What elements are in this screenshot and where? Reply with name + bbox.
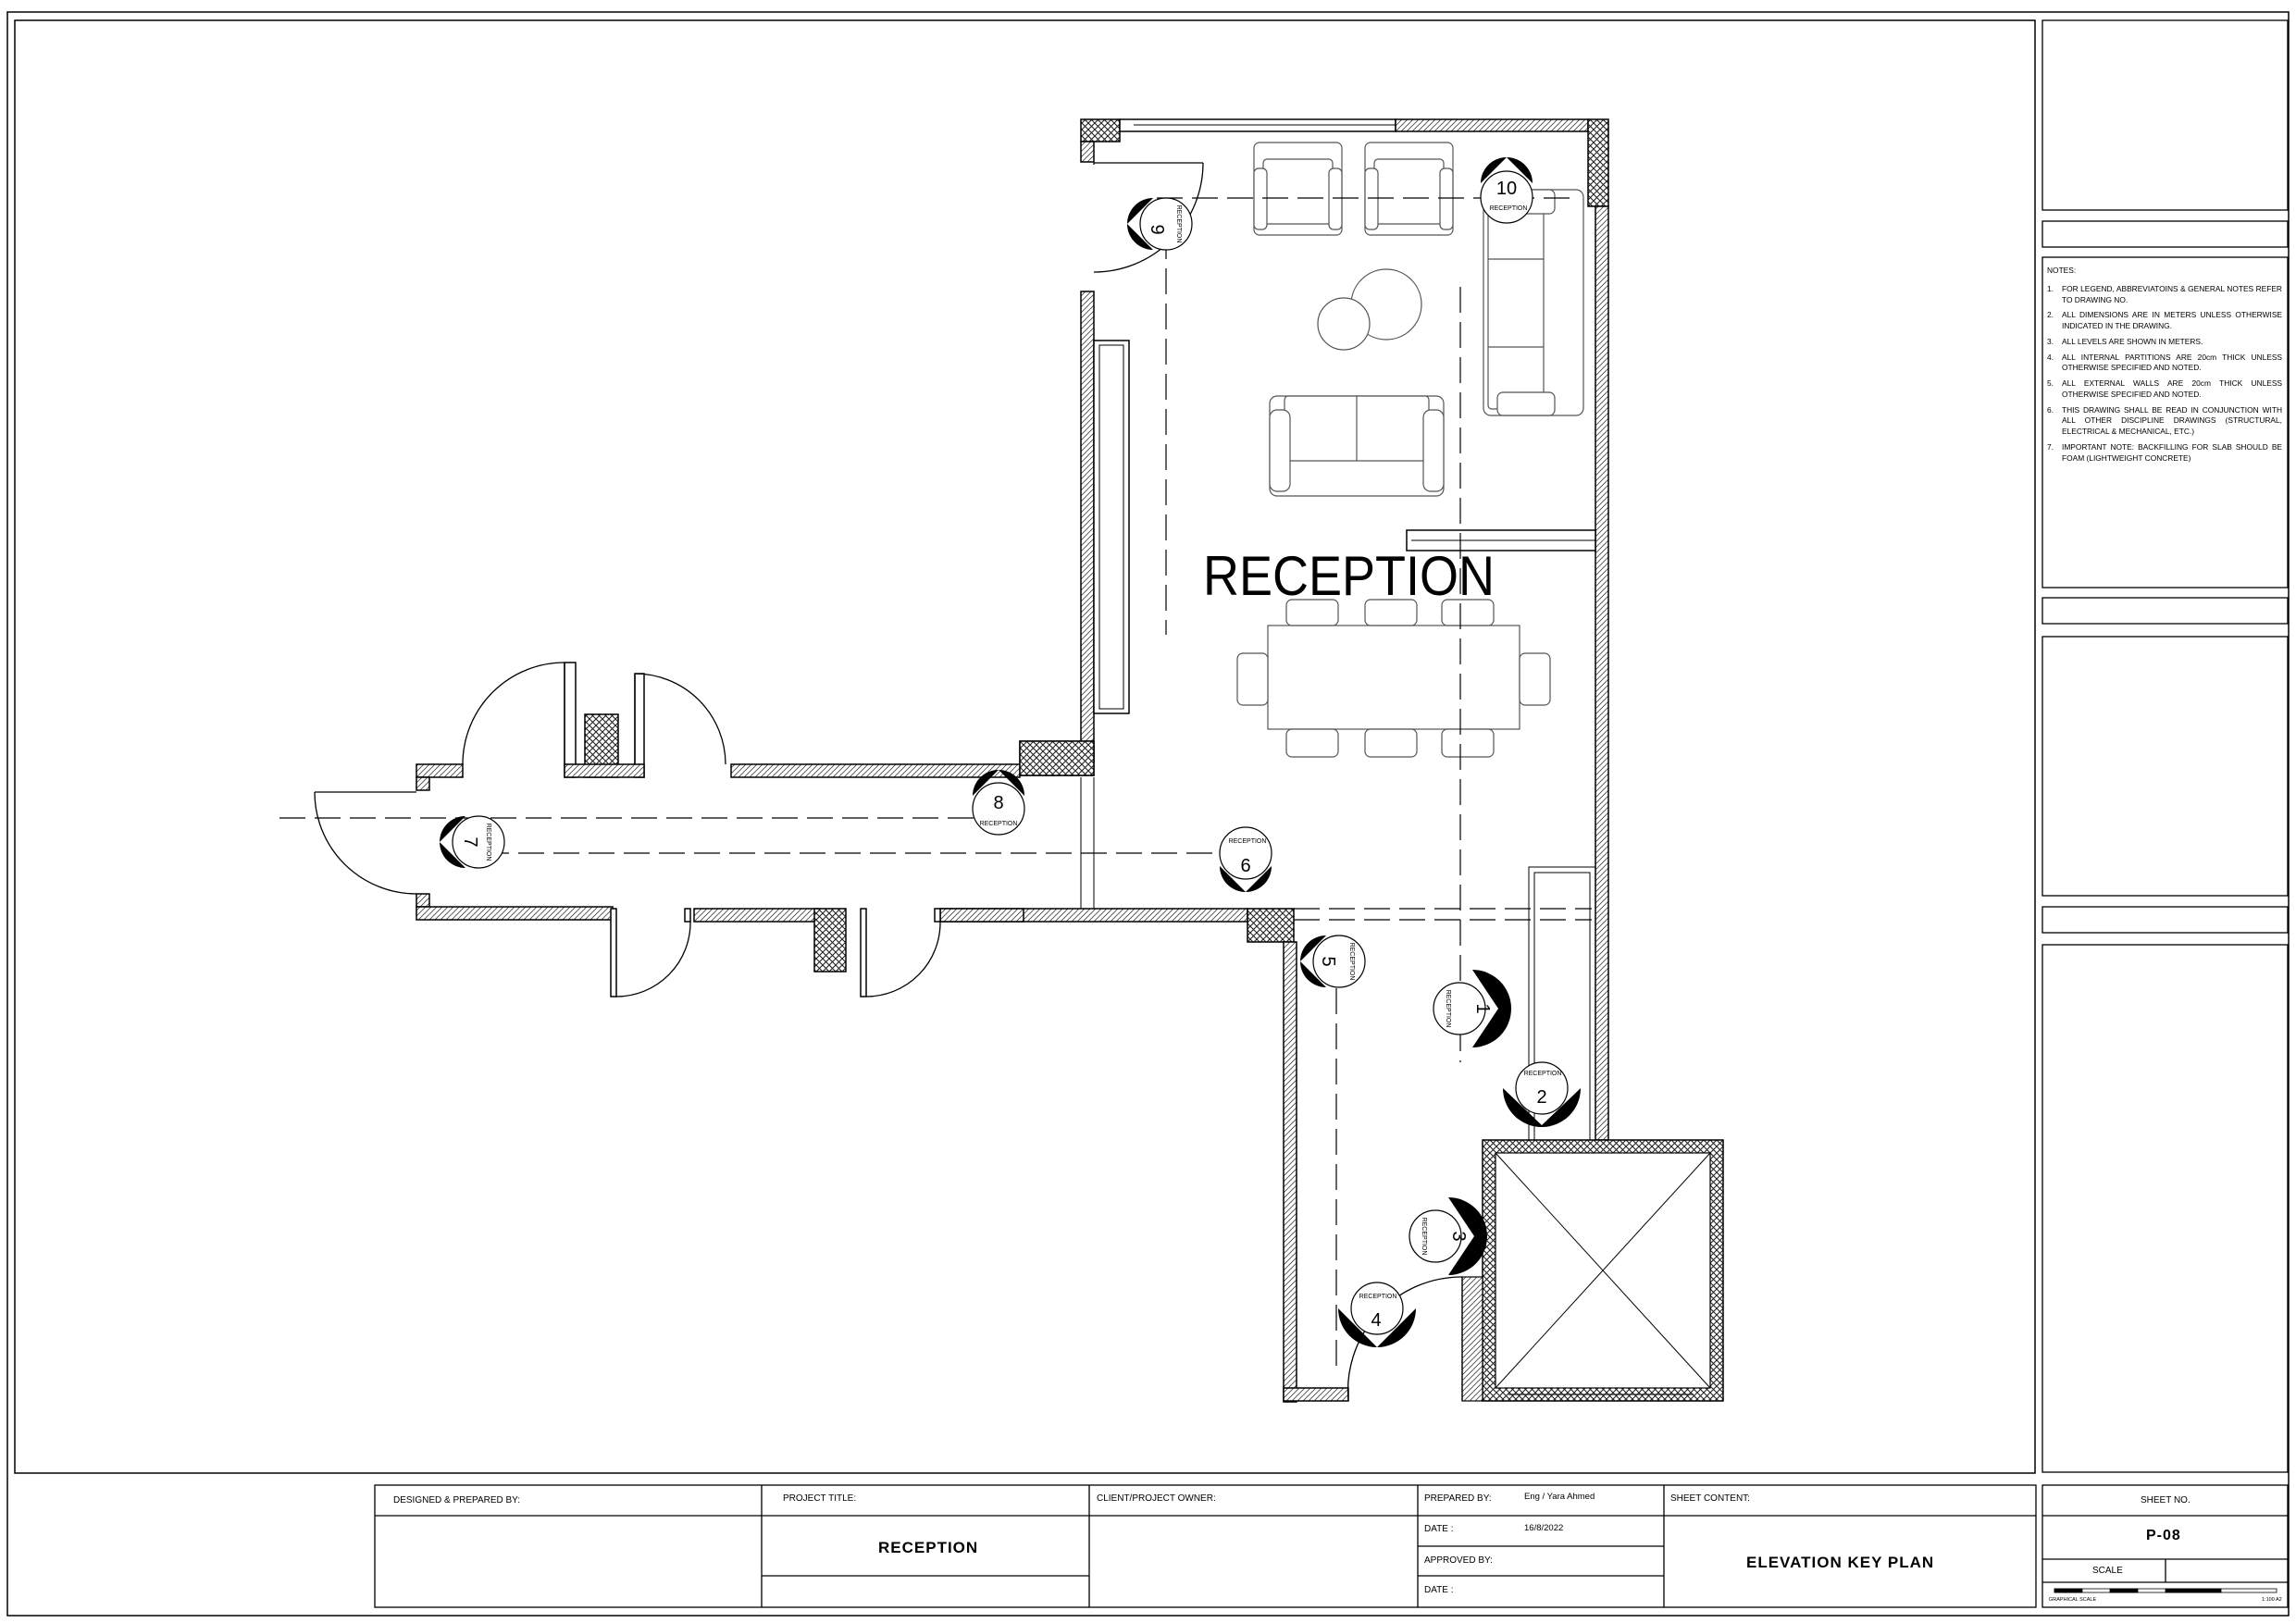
note-item: 2. ALL DIMENSIONS ARE IN METERS UNLESS OT… xyxy=(2047,310,2282,332)
note-number: 3. xyxy=(2047,336,2054,346)
note-item: 5. ALL EXTERNAL WALLS ARE 20cm THICK UNLE… xyxy=(2047,378,2282,401)
note-number: 7. xyxy=(2047,441,2054,452)
designed-by-label: DESIGNED & PREPARED BY: xyxy=(393,1495,521,1505)
elevation-marker-4[interactable] xyxy=(1338,1282,1416,1347)
marker-6-label: RECEPTION xyxy=(1229,838,1267,845)
marker-7-label: RECEPTION xyxy=(485,824,491,861)
marker-1-label: RECEPTION xyxy=(1445,990,1451,1028)
elevation-marker-8[interactable] xyxy=(972,770,1025,836)
marker-8-label: RECEPTION xyxy=(980,821,1018,827)
sheet-content: ELEVATION KEY PLAN xyxy=(1746,1554,1935,1571)
note-item: 7. IMPORTANT NOTE: BACKFILLING FOR SLAB S… xyxy=(2047,442,2282,465)
scale-ratio: 1:100 A2 xyxy=(2262,1597,2282,1603)
prepared-by-value: Eng / Yara Ahmed xyxy=(1524,1492,1595,1502)
elevation-marker-7[interactable] xyxy=(440,815,505,869)
notes-title: NOTES: xyxy=(2047,266,2077,275)
elevation-marker-3[interactable] xyxy=(1409,1197,1487,1275)
note-item: 6. THIS DRAWING SHALL BE READ IN CONJUNCT… xyxy=(2047,405,2282,438)
elevator-shaft xyxy=(1461,1139,1724,1402)
graphical-scale-label: GRAPHICAL SCALE xyxy=(2049,1597,2097,1603)
notes-panel: NOTES: 1. FOR LEGEND, ABBREVIATOINS & GEN… xyxy=(2047,266,2282,468)
marker-10-label: RECEPTION xyxy=(1490,205,1528,212)
notes-list: 1. FOR LEGEND, ABBREVIATOINS & GENERAL NO… xyxy=(2047,284,2282,465)
note-text: ALL INTERNAL PARTITIONS ARE 20cm THICK U… xyxy=(2062,352,2282,373)
title-block-frame xyxy=(374,1484,2289,1608)
furniture xyxy=(1236,142,1584,758)
marker-4-number: 4 xyxy=(1371,1310,1381,1331)
graphical-scale-bar xyxy=(2054,1588,2277,1593)
sheet-no-label: SHEET NO. xyxy=(2141,1495,2191,1505)
date-value: 16/8/2022 xyxy=(1524,1523,1564,1533)
marker-6-number: 6 xyxy=(1240,856,1250,876)
marker-1-number: 1 xyxy=(1472,1003,1493,1013)
marker-3-label: RECEPTION xyxy=(1421,1218,1427,1256)
prepared-by-label: PREPARED BY: xyxy=(1424,1493,1492,1504)
marker-5-label: RECEPTION xyxy=(1348,943,1355,981)
note-number: 5. xyxy=(2047,378,2054,389)
marker-2-number: 2 xyxy=(1536,1087,1546,1108)
note-item: 1. FOR LEGEND, ABBREVIATOINS & GENERAL NO… xyxy=(2047,284,2282,306)
elevation-marker-9[interactable] xyxy=(1127,197,1193,251)
note-item: 4. ALL INTERNAL PARTITIONS ARE 20cm THICK… xyxy=(2047,353,2282,375)
note-number: 6. xyxy=(2047,404,2054,415)
marker-9-number: 9 xyxy=(1147,224,1167,234)
marker-2-label: RECEPTION xyxy=(1524,1071,1562,1077)
sheet-border xyxy=(6,11,2290,1617)
marker-10-number: 10 xyxy=(1496,179,1517,199)
note-text: ALL EXTERNAL WALLS ARE 20cm THICK UNLESS… xyxy=(2062,378,2282,399)
note-number: 4. xyxy=(2047,352,2054,362)
date-label: DATE : xyxy=(1424,1524,1454,1534)
note-number: 1. xyxy=(2047,283,2054,293)
note-text: FOR LEGEND, ABBREVIATOINS & GENERAL NOTE… xyxy=(2062,283,2282,304)
section-lines xyxy=(279,197,1592,1374)
date2-label: DATE : xyxy=(1424,1585,1454,1595)
marker-7-number: 7 xyxy=(460,836,480,847)
marker-4-label: RECEPTION xyxy=(1359,1294,1397,1300)
note-number: 2. xyxy=(2047,310,2054,320)
note-text: ALL DIMENSIONS ARE IN METERS UNLESS OTHE… xyxy=(2062,310,2282,331)
elevation-marker-10[interactable] xyxy=(1480,157,1533,224)
sheet-content-label: SHEET CONTENT: xyxy=(1670,1493,1750,1504)
marker-8-number: 8 xyxy=(993,793,1003,813)
floor-plan xyxy=(279,118,1724,1403)
elevation-marker-1[interactable] xyxy=(1433,970,1511,1047)
room-label: RECEPTION xyxy=(1203,545,1496,607)
note-text: THIS DRAWING SHALL BE READ IN CONJUNCTIO… xyxy=(2062,404,2282,437)
marker-5-number: 5 xyxy=(1318,956,1338,966)
approved-by-label: APPROVED BY: xyxy=(1424,1555,1493,1566)
corridor-walls xyxy=(416,662,1095,997)
note-text: ALL LEVELS ARE SHOWN IN METERS. xyxy=(2062,336,2203,346)
project-title-label: PROJECT TITLE: xyxy=(783,1493,857,1504)
client-label: CLIENT/PROJECT OWNER: xyxy=(1097,1493,1216,1504)
scale-label: SCALE xyxy=(2092,1566,2123,1576)
elevation-marker-5[interactable] xyxy=(1300,935,1366,988)
elevation-marker-6[interactable] xyxy=(1219,826,1272,892)
note-text: IMPORTANT NOTE: BACKFILLING FOR SLAB SHO… xyxy=(2062,441,2282,463)
side-panel xyxy=(2042,19,2289,1473)
note-item: 3. ALL LEVELS ARE SHOWN IN METERS. xyxy=(2047,337,2282,348)
reception-walls xyxy=(939,118,1609,1403)
elevation-marker-2[interactable] xyxy=(1503,1061,1581,1127)
marker-9-label: RECEPTION xyxy=(1175,205,1182,243)
sheet-no: P-08 xyxy=(2146,1528,2181,1543)
project-title: RECEPTION xyxy=(878,1539,979,1556)
marker-3-number: 3 xyxy=(1448,1231,1469,1241)
